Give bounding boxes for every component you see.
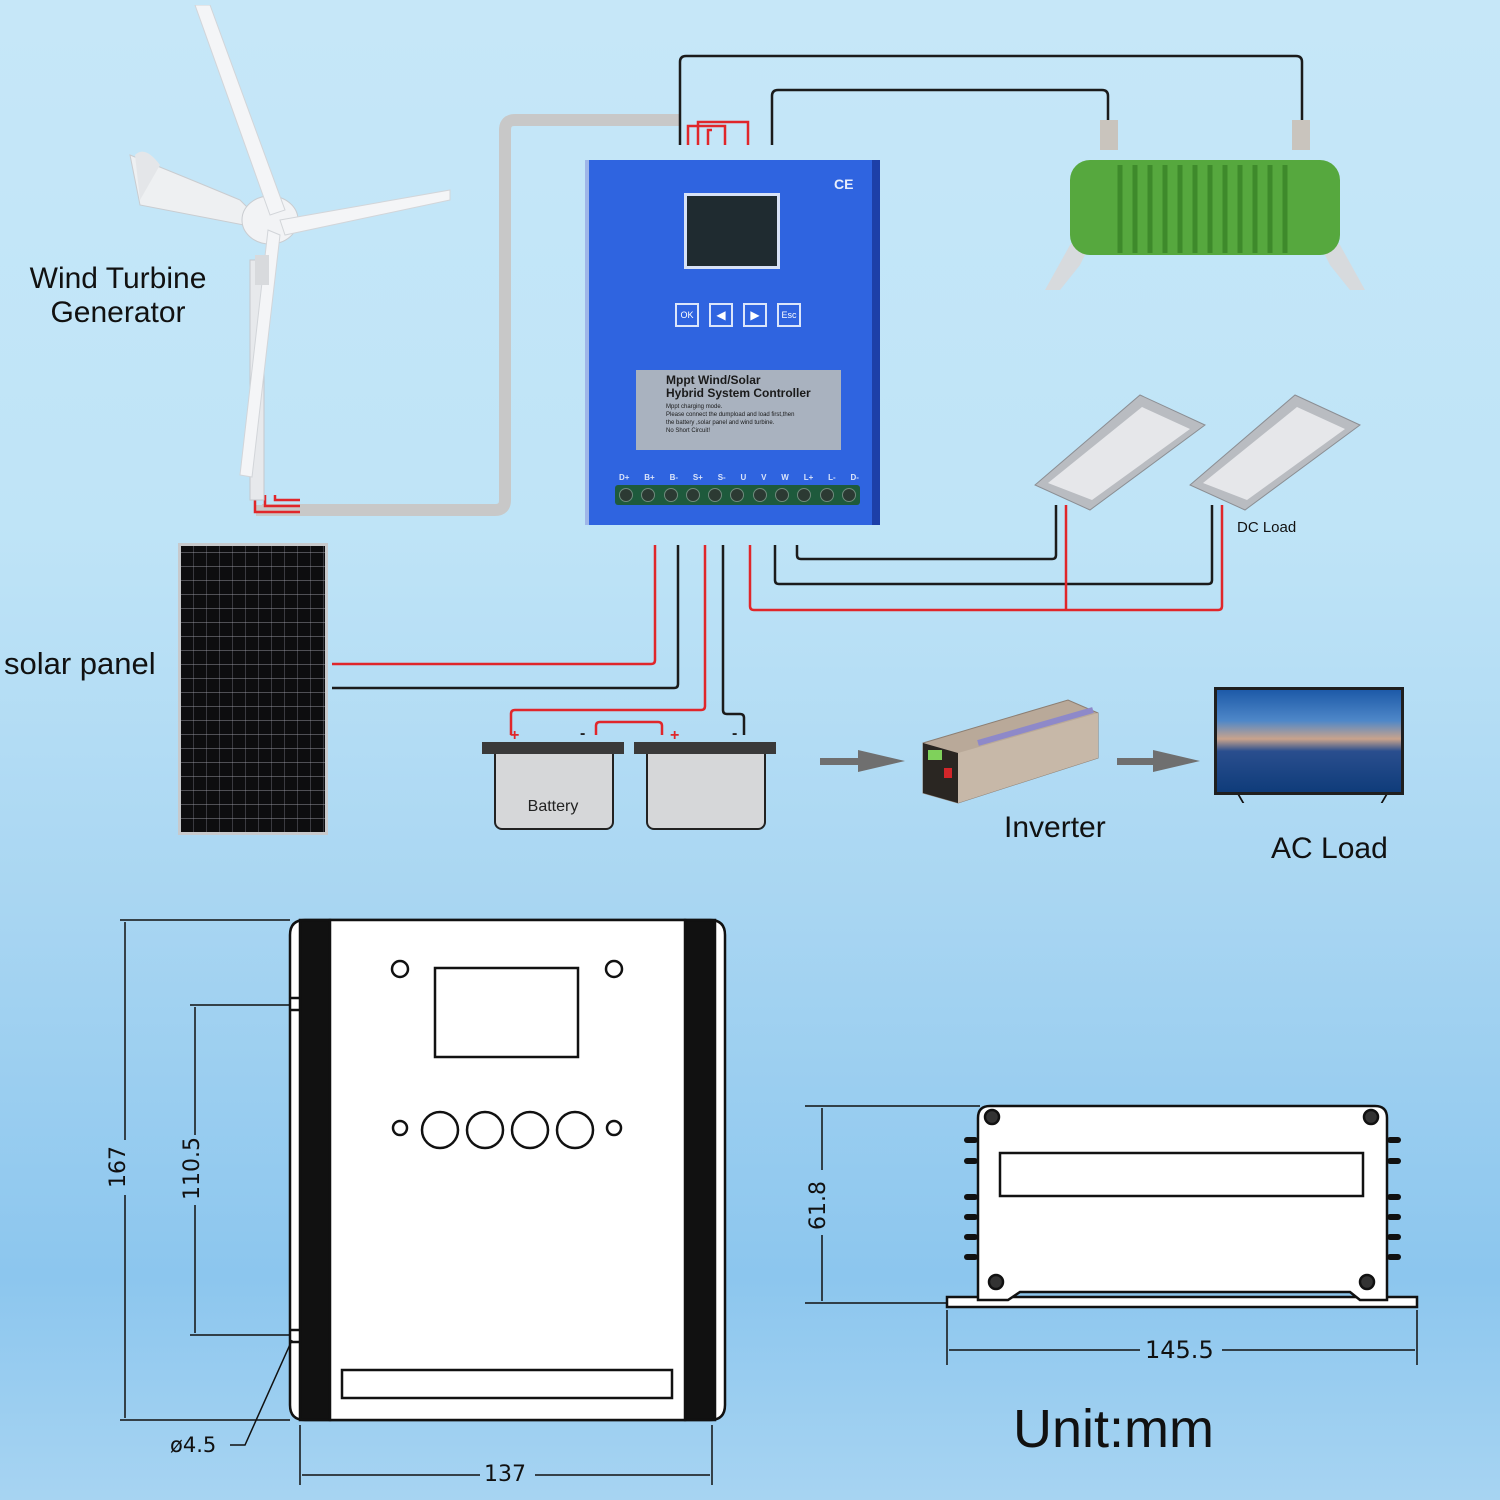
solar-negative-wire	[332, 545, 680, 690]
esc-button[interactable]: Esc	[777, 303, 801, 327]
hybrid-controller: CE OK ◀ ▶ Esc Mppt Wind/Solar Hybrid Sys…	[585, 160, 880, 525]
front-view-outline	[288, 918, 727, 1422]
battery-2: + -	[634, 725, 776, 830]
controller-label-plate: Mppt Wind/Solar Hybrid System Controller…	[636, 370, 841, 450]
control-buttons: OK ◀ ▶ Esc	[675, 303, 801, 327]
dim-front-height: 167	[106, 1146, 131, 1188]
terminal-block	[615, 485, 860, 505]
side-view-outline	[945, 1104, 1419, 1309]
solar-panel-label: solar panel	[4, 646, 156, 681]
dim-front-width: 137	[484, 1462, 526, 1487]
ce-mark: CE	[834, 176, 854, 192]
battery-link-wire	[594, 720, 664, 735]
ac-load-label: AC Load	[1271, 832, 1388, 865]
battery-positive-wire	[509, 545, 707, 735]
dim-side-width: 145.5	[1145, 1336, 1214, 1364]
tv-icon	[1214, 687, 1404, 795]
dc-load-lamps-icon	[1034, 394, 1361, 511]
controller-title-2: Hybrid System Controller	[666, 386, 811, 400]
lcd-screen	[684, 193, 780, 269]
inverter-label: Inverter	[1004, 811, 1106, 844]
right-button[interactable]: ▶	[743, 303, 767, 327]
inverter-icon	[922, 699, 1099, 804]
solar-panel-icon	[178, 543, 328, 835]
battery-negative-wire	[721, 545, 746, 735]
dump-load-resistor-icon	[1045, 120, 1365, 290]
dim-hole-diameter: ø4.5	[170, 1433, 217, 1457]
controller-title-1: Mppt Wind/Solar	[666, 373, 761, 387]
wind-turbine-icon	[129, 5, 451, 501]
arrow-to-ac-load-icon	[1117, 750, 1200, 772]
arrow-to-inverter-icon	[820, 750, 905, 772]
left-button[interactable]: ◀	[709, 303, 733, 327]
wind-turbine-label: Wind Turbine Generator	[29, 262, 207, 329]
dump-load-wire-1	[678, 54, 1304, 145]
battery-1: + - Battery	[482, 725, 624, 830]
dim-side-height: 61.8	[806, 1181, 831, 1230]
dump-load-wire-2	[770, 88, 1110, 145]
dc-load-label: DC Load	[1237, 519, 1297, 536]
dim-mount-spacing: 110.5	[180, 1137, 205, 1200]
controller-notice: Mppt charging mode. Please connect the d…	[666, 404, 795, 434]
solar-positive-wire	[332, 545, 657, 666]
ok-button[interactable]: OK	[675, 303, 699, 327]
turbine-cable	[256, 114, 680, 516]
unit-label: Unit:mm	[1013, 1399, 1214, 1459]
battery-label: Battery	[527, 798, 579, 815]
